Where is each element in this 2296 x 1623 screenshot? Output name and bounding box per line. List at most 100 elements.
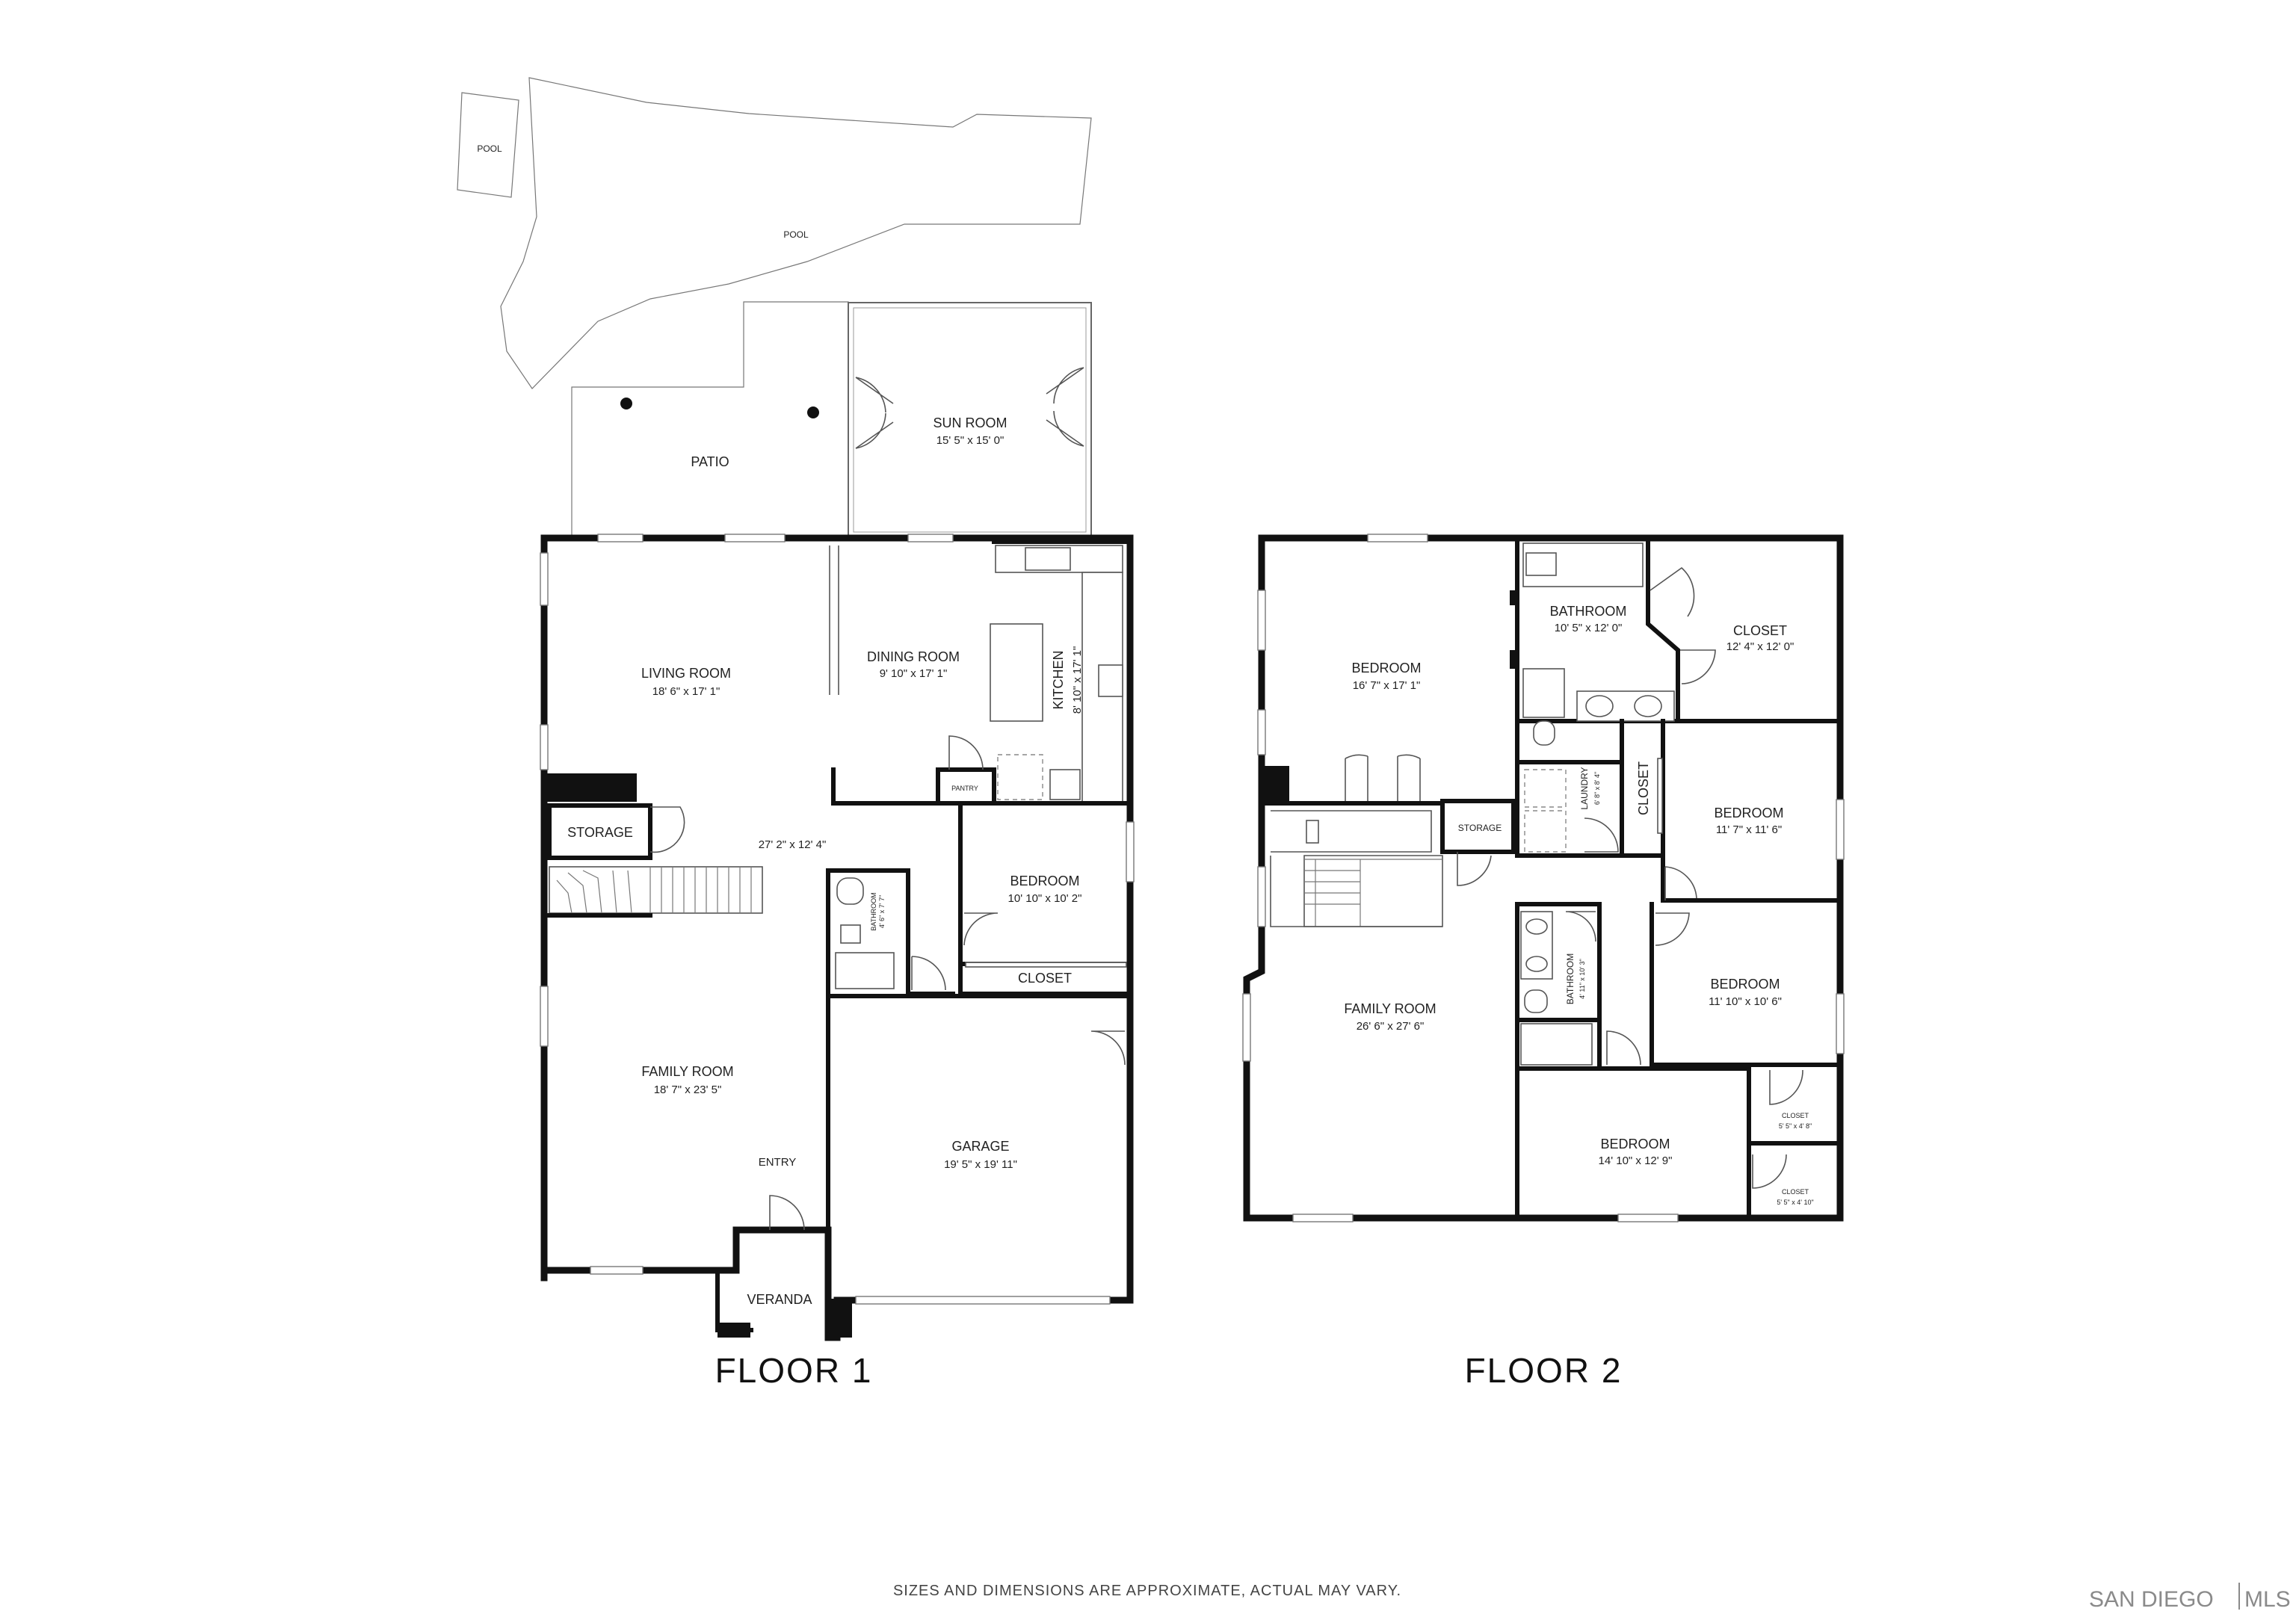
bedroom-c-name: BEDROOM — [1710, 977, 1780, 992]
bathtub — [1520, 1023, 1593, 1066]
kitchen-island — [990, 623, 1043, 722]
bedroom-d-name: BEDROOM — [1600, 1137, 1670, 1151]
closet-c-name: CLOSET — [1782, 1112, 1809, 1119]
bathroom-a-dims: 10' 5" x 12' 0" — [1555, 622, 1623, 634]
entry-door — [769, 1195, 805, 1231]
storage-box — [547, 803, 652, 860]
closet-b-walls — [1620, 719, 1665, 858]
sink — [1634, 695, 1662, 717]
fridge-box — [1049, 769, 1081, 800]
spa-outline — [457, 92, 519, 198]
sun-room-name: SUN ROOM — [933, 415, 1007, 430]
closet-a-dims: 12' 4" x 12' 0" — [1726, 640, 1794, 653]
family-room-dims: 18' 7" x 23' 5" — [654, 1083, 722, 1096]
closet-rod — [965, 962, 1127, 968]
bedroom-b-name: BEDROOM — [1714, 806, 1783, 820]
sink — [1525, 918, 1548, 935]
storage-door — [1457, 852, 1492, 886]
sink — [1525, 956, 1548, 972]
toilet-tank — [840, 924, 861, 944]
shower — [1522, 668, 1565, 718]
closet-d-door — [1752, 1154, 1787, 1189]
bedroom-dims: 10' 10" x 10' 2" — [1008, 892, 1082, 905]
garage-door-swing — [1090, 1030, 1126, 1066]
living-room-name: LIVING ROOM — [641, 666, 731, 681]
closet-d-name: CLOSET — [1782, 1188, 1809, 1196]
storage-label: STORAGE — [567, 825, 633, 840]
stairs — [549, 866, 763, 914]
shower — [835, 952, 895, 989]
closet-door — [1680, 649, 1716, 684]
window — [540, 552, 549, 606]
window — [540, 724, 549, 770]
bathroom-a-name: BATHROOM — [1550, 604, 1627, 619]
bathroom-name: BATHROOM — [870, 892, 877, 930]
dining-room-name: DINING ROOM — [867, 649, 960, 664]
closet-c-walls — [1747, 1066, 1842, 1220]
pantry-label: PANTRY — [951, 785, 978, 792]
closet-c-door — [1769, 1069, 1803, 1105]
window — [1836, 993, 1845, 1054]
stove — [1098, 664, 1123, 697]
sun-room-inner — [853, 307, 1087, 533]
bedroom-c-dims: 11' 10" x 10' 6" — [1709, 995, 1782, 1008]
stair-rail — [1270, 856, 1442, 927]
tub-inner — [1525, 552, 1557, 576]
floor-2-plan — [1242, 534, 1845, 1222]
toilet — [1524, 989, 1548, 1013]
storage-label: STORAGE — [1458, 823, 1502, 833]
garage-dims: 19' 5" x 19' 11" — [944, 1158, 1017, 1171]
bedroom-b-walls — [1661, 853, 1842, 903]
bedroom-door — [963, 912, 999, 946]
brand-divider — [2238, 1583, 2240, 1610]
floor-2-labels: BEDROOM 16' 7" x 17' 1" BATHROOM 10' 5" … — [1344, 604, 1813, 1390]
bedroom-b-door — [1664, 866, 1697, 900]
veranda-wall — [715, 1268, 753, 1332]
family-room-name: FAMILY ROOM — [641, 1064, 733, 1079]
hall-dims: 27' 2" x 12' 4" — [759, 838, 827, 851]
bathroom-dims: 4' 6" x 7' 7" — [878, 895, 886, 928]
pool-small-label: POOL — [477, 143, 502, 154]
washer — [1524, 769, 1567, 808]
dryer — [1524, 810, 1567, 853]
fireplace — [547, 773, 637, 802]
bedroom-a-dims: 16' 7" x 17' 1" — [1353, 679, 1421, 692]
brand-san-diego: SAN DIEGO — [2089, 1587, 2214, 1612]
pool-label: POOL — [783, 229, 809, 240]
window — [1257, 866, 1266, 927]
family-room-dims: 26' 6" x 27' 6" — [1357, 1020, 1425, 1033]
window — [1367, 534, 1428, 542]
closet-a-name: CLOSET — [1733, 623, 1787, 638]
bedroom-c-walls — [1650, 902, 1842, 1067]
bathroom-door — [911, 956, 946, 991]
window — [724, 534, 786, 542]
kitchen-name: KITCHEN — [1051, 650, 1066, 709]
floor-1-plan — [457, 77, 1135, 1341]
family-room-name: FAMILY ROOM — [1344, 1001, 1436, 1016]
patio-label: PATIO — [691, 454, 729, 469]
closet-b-label: CLOSET — [1636, 761, 1651, 815]
laundry-dims: 6' 8" x 8' 4" — [1593, 772, 1601, 805]
veranda-label: VERANDA — [747, 1292, 812, 1307]
hall-door — [1606, 1030, 1641, 1066]
window — [590, 1266, 644, 1275]
window — [597, 534, 644, 542]
window — [1126, 821, 1135, 882]
brand-mls: MLS — [2244, 1587, 2291, 1612]
window — [1257, 709, 1266, 755]
dining-room-dims: 9' 10" x 17' 1" — [880, 667, 948, 680]
bedroom-a-name: BEDROOM — [1351, 661, 1421, 676]
chimney — [1263, 766, 1289, 803]
patio-post — [807, 406, 819, 418]
garage-door — [855, 1296, 1111, 1305]
closet-rod — [1657, 758, 1663, 834]
bedroom-d-dims: 14' 10" x 12' 9" — [1599, 1154, 1673, 1167]
window — [1617, 1214, 1679, 1222]
closet-d-dims: 5' 5" x 4' 10" — [1777, 1199, 1813, 1206]
floor-1-title: FLOOR 1 — [715, 1351, 873, 1390]
window — [1292, 1214, 1354, 1222]
sun-room-door-left — [855, 377, 894, 449]
kitchen-sink — [1025, 547, 1071, 571]
laundry-door — [1584, 817, 1619, 853]
